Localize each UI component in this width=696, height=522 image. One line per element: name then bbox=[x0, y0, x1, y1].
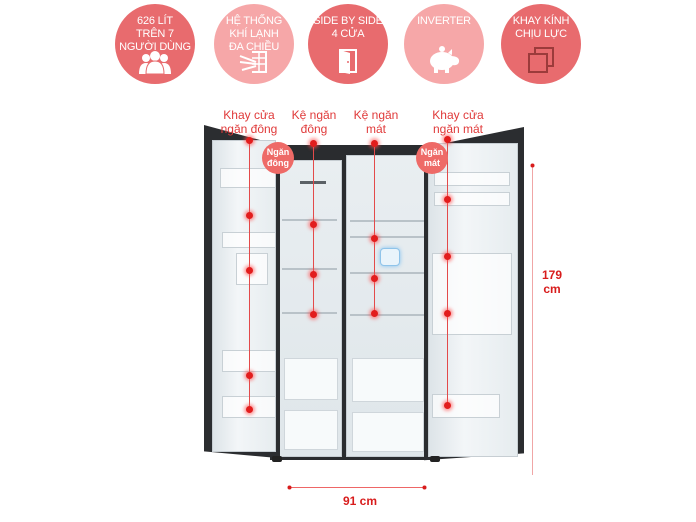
height-value: 179 bbox=[541, 268, 563, 282]
callout-freezer-door-tray: Khay cửa ngăn đông bbox=[211, 108, 287, 136]
fridge-crisper bbox=[352, 412, 424, 452]
callout-text: ngăn đông bbox=[220, 122, 278, 136]
people-icon bbox=[139, 51, 171, 74]
fridge-door-bin bbox=[432, 394, 500, 418]
width-dimension-label: 91 cm bbox=[342, 494, 378, 508]
callout-dot bbox=[246, 406, 253, 413]
freezer-shelf bbox=[282, 219, 337, 221]
tag-text: Ngăn bbox=[266, 147, 290, 157]
feature-doors-badge: SIDE BY SIDE 4 CỬA bbox=[308, 4, 388, 84]
feature-glass-line1: KHAY KÍNH bbox=[512, 15, 570, 27]
callout-text: Khay cửa bbox=[432, 108, 484, 122]
fridge-door-bin bbox=[434, 172, 510, 186]
feature-airflow-line3: ĐA CHIỀU bbox=[228, 41, 280, 53]
airflow-icon bbox=[239, 51, 267, 73]
feature-glass-badge: KHAY KÍNH CHỊU LỰC bbox=[501, 4, 581, 84]
height-dimension-label: 179 cm bbox=[536, 268, 568, 296]
freezer-drawer bbox=[284, 410, 338, 450]
callout-dot bbox=[444, 310, 451, 317]
freezer-shelf bbox=[282, 268, 337, 270]
callout-fridge-shelf: Kệ ngăn mát bbox=[346, 108, 406, 136]
fridge-foot bbox=[430, 456, 440, 462]
feature-airflow-line1: HỆ THỐNG bbox=[225, 15, 283, 27]
callout-dot bbox=[444, 402, 451, 409]
height-dimension-dot bbox=[530, 163, 535, 168]
callout-line-freezer-door bbox=[249, 140, 250, 410]
callout-dot bbox=[310, 221, 317, 228]
callout-dot bbox=[310, 311, 317, 318]
feature-glass-line2: CHỊU LỰC bbox=[515, 28, 567, 40]
fridge-foot bbox=[272, 456, 282, 462]
tag-text: đông bbox=[267, 158, 289, 168]
callout-dot bbox=[371, 140, 378, 147]
callout-dot bbox=[371, 235, 378, 242]
tag-fridge: Ngăn mát bbox=[416, 142, 448, 174]
freezer-drawer bbox=[284, 358, 338, 400]
door-icon bbox=[339, 49, 357, 74]
tag-text: Ngăn bbox=[420, 147, 444, 157]
fridge-cabinet bbox=[346, 155, 430, 457]
callout-dot bbox=[444, 196, 451, 203]
callout-dot bbox=[310, 140, 317, 147]
fresh-filter-module bbox=[380, 248, 400, 266]
feature-capacity-line1: 626 LÍT bbox=[137, 15, 173, 27]
callout-dot bbox=[246, 267, 253, 274]
freezer-door-bin bbox=[220, 168, 276, 188]
fridge-shelf bbox=[350, 314, 424, 316]
callout-text: Kệ ngăn bbox=[291, 108, 337, 122]
width-dimension-line bbox=[289, 487, 424, 488]
feature-airflow-line2: KHÍ LẠNH bbox=[229, 28, 279, 40]
height-dimension-line bbox=[532, 165, 533, 475]
feature-doors-line2: 4 CỬA bbox=[331, 28, 365, 40]
feature-inverter-badge: INVERTER bbox=[404, 4, 484, 84]
callout-dot bbox=[371, 310, 378, 317]
callout-text: Kệ ngăn bbox=[353, 108, 399, 122]
callout-line-fridge-door bbox=[447, 139, 448, 405]
callout-dot bbox=[246, 372, 253, 379]
height-unit: cm bbox=[543, 282, 561, 296]
feature-airflow-badge: HỆ THỐNG KHÍ LẠNH ĐA CHIỀU bbox=[214, 4, 294, 84]
width-dimension-dot bbox=[422, 485, 427, 490]
callout-dot bbox=[444, 253, 451, 260]
callout-freezer-shelf: Kệ ngăn đông bbox=[284, 108, 344, 136]
fridge-shelf bbox=[350, 236, 424, 238]
fridge-shelf bbox=[350, 272, 424, 274]
piggy-bank-icon bbox=[430, 46, 460, 73]
callout-dot bbox=[310, 271, 317, 278]
feature-capacity-badge: 626 LÍT TRÊN 7 NGƯỜI DÙNG bbox=[115, 4, 195, 84]
callout-fridge-door-tray: Khay cửa ngăn mát bbox=[420, 108, 496, 136]
fridge-door-bin bbox=[434, 192, 510, 206]
tag-freezer: Ngăn đông bbox=[262, 142, 294, 174]
feature-inverter-line1: INVERTER bbox=[417, 15, 471, 27]
fridge-door-bin bbox=[432, 253, 512, 335]
callout-line-fridge-shelf bbox=[374, 143, 375, 313]
callout-dot bbox=[246, 137, 253, 144]
callout-text: Khay cửa bbox=[223, 108, 275, 122]
callout-dot bbox=[371, 275, 378, 282]
glass-tray-icon bbox=[528, 47, 554, 73]
callout-text: mát bbox=[365, 122, 386, 136]
width-dimension-dot bbox=[287, 485, 292, 490]
feature-capacity-line3: NGƯỜI DÙNG bbox=[119, 41, 191, 53]
feature-doors-line1: SIDE BY SIDE bbox=[313, 15, 383, 27]
fridge-shelf bbox=[350, 220, 424, 222]
fridge-crisper bbox=[352, 358, 424, 402]
freezer-shelf bbox=[282, 312, 337, 314]
callout-line-freezer-shelf bbox=[313, 143, 314, 313]
callout-dot bbox=[444, 136, 451, 143]
callout-text: ngăn mát bbox=[432, 122, 484, 136]
tag-text: mát bbox=[423, 158, 440, 168]
callout-dot bbox=[246, 212, 253, 219]
callout-text: đông bbox=[300, 122, 328, 136]
feature-capacity-line2: TRÊN 7 bbox=[136, 28, 174, 40]
freezer-cabinet bbox=[278, 160, 342, 457]
